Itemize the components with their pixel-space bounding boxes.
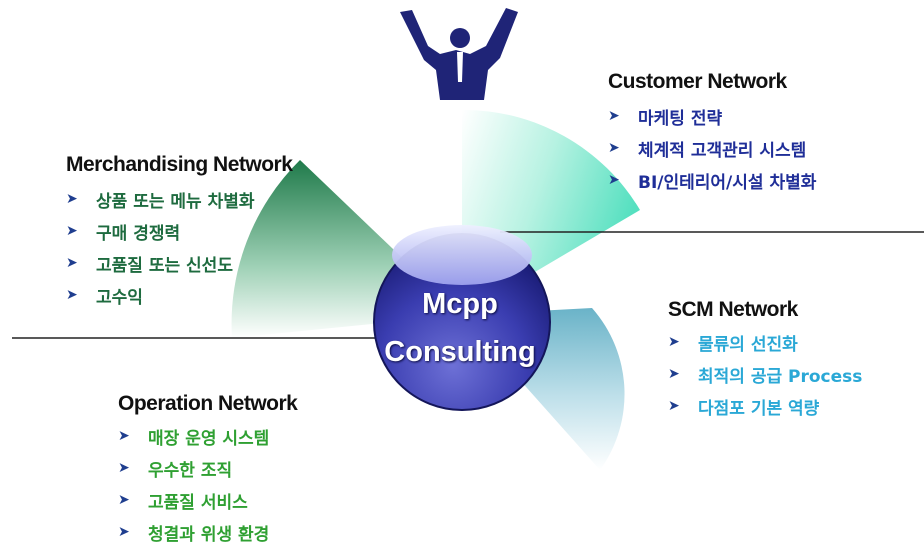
arrow-bullet-icon: ➤ bbox=[66, 287, 78, 303]
arrow-bullet-icon: ➤ bbox=[668, 366, 680, 382]
customer-items: ➤마케팅 전략 ➤체계적 고객관리 시스템 ➤BI/인테리어/시설 차별화 bbox=[608, 100, 816, 196]
arrow-bullet-icon: ➤ bbox=[66, 255, 78, 271]
merchandising-network-section: Merchandising Network ➤상품 또는 메뉴 차별화 ➤구매 … bbox=[66, 153, 293, 311]
arrow-bullet-icon: ➤ bbox=[118, 492, 130, 508]
arrow-bullet-icon: ➤ bbox=[608, 108, 620, 124]
merchandising-item: ➤상품 또는 메뉴 차별화 bbox=[66, 191, 255, 212]
arrow-bullet-icon: ➤ bbox=[118, 428, 130, 444]
center-gloss bbox=[392, 225, 532, 285]
customer-item: ➤체계적 고객관리 시스템 bbox=[608, 140, 807, 161]
operation-item: ➤청결과 위생 환경 bbox=[118, 524, 270, 545]
scm-network-title: SCM Network bbox=[668, 298, 798, 321]
customer-item: ➤BI/인테리어/시설 차별화 bbox=[608, 172, 817, 193]
arrow-bullet-icon: ➤ bbox=[118, 460, 130, 476]
center-title-line2: Consulting bbox=[384, 336, 536, 368]
merchandising-network-title: Merchandising Network bbox=[66, 153, 293, 176]
scm-item: ➤최적의 공급 Process bbox=[668, 366, 863, 387]
scm-item: ➤다점포 기본 역량 bbox=[668, 398, 820, 419]
merchandising-item: ➤고수익 bbox=[66, 287, 143, 308]
merchandising-item: ➤고품질 또는 신선도 bbox=[66, 255, 233, 276]
merchandising-items: ➤상품 또는 메뉴 차별화 ➤구매 경쟁력 ➤고품질 또는 신선도 ➤고수익 bbox=[66, 183, 292, 311]
operation-item: ➤고품질 서비스 bbox=[118, 492, 248, 513]
arrow-bullet-icon: ➤ bbox=[608, 140, 620, 156]
arrow-bullet-icon: ➤ bbox=[66, 191, 78, 207]
customer-network-section: Customer Network ➤마케팅 전략 ➤체계적 고객관리 시스템 ➤… bbox=[608, 70, 816, 196]
center-title-line1: Mcpp bbox=[422, 288, 498, 320]
arrow-bullet-icon: ➤ bbox=[608, 172, 620, 188]
operation-item: ➤매장 운영 시스템 bbox=[118, 428, 270, 449]
operation-network-section: Operation Network ➤매장 운영 시스템 ➤우수한 조직 ➤고품… bbox=[118, 392, 298, 548]
operation-items: ➤매장 운영 시스템 ➤우수한 조직 ➤고품질 서비스 ➤청결과 위생 환경 bbox=[118, 420, 297, 548]
arrow-bullet-icon: ➤ bbox=[118, 524, 130, 540]
customer-item: ➤마케팅 전략 bbox=[608, 108, 723, 129]
scm-network-section: SCM Network ➤물류의 선진화 ➤최적의 공급 Process ➤다점… bbox=[668, 298, 862, 422]
arrow-bullet-icon: ➤ bbox=[66, 223, 78, 239]
person-arms-raised-icon bbox=[400, 8, 518, 100]
operation-network-title: Operation Network bbox=[118, 392, 298, 415]
merchandising-item: ➤구매 경쟁력 bbox=[66, 223, 181, 244]
scm-items: ➤물류의 선진화 ➤최적의 공급 Process ➤다점포 기본 역량 bbox=[668, 326, 862, 422]
operation-item: ➤우수한 조직 bbox=[118, 460, 233, 481]
arrow-bullet-icon: ➤ bbox=[668, 398, 680, 414]
customer-network-title: Customer Network bbox=[608, 70, 787, 93]
scm-item: ➤물류의 선진화 bbox=[668, 334, 798, 355]
arrow-bullet-icon: ➤ bbox=[668, 334, 680, 350]
